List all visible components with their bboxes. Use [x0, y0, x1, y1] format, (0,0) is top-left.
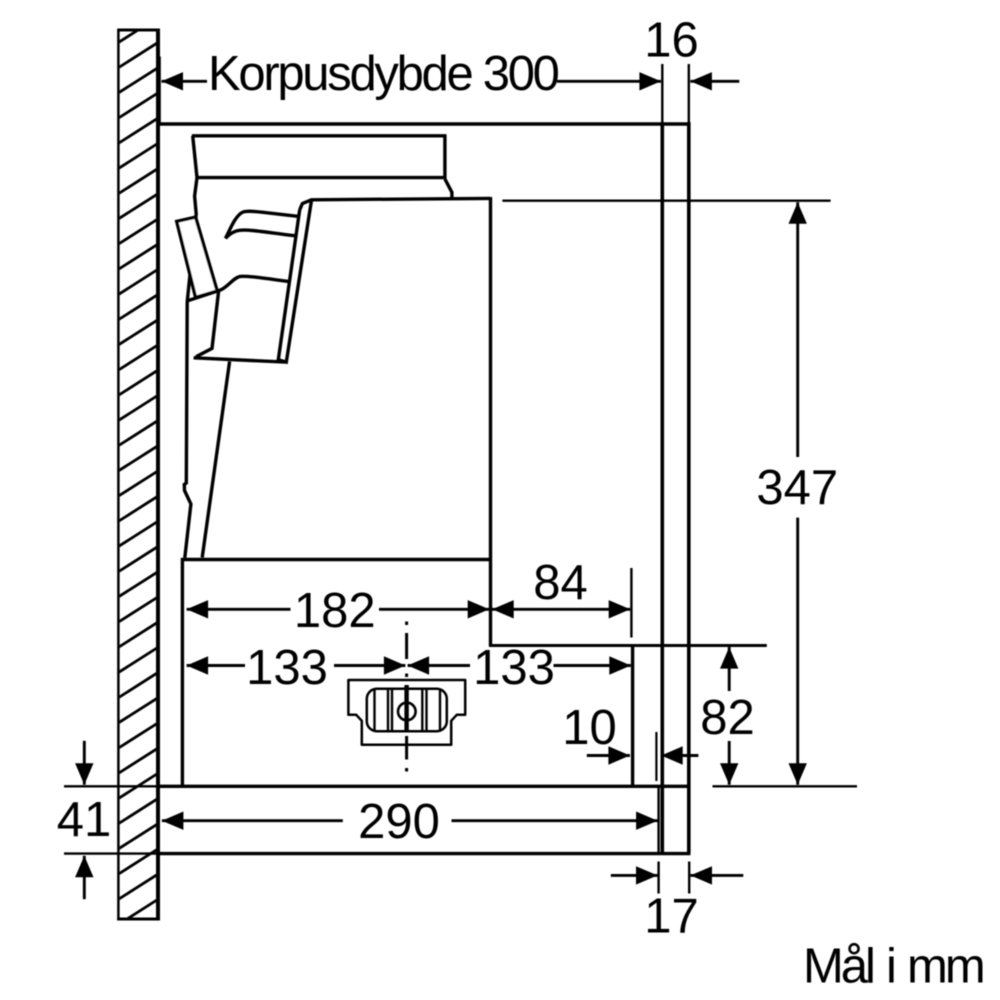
- svg-text:16: 16: [644, 14, 699, 68]
- svg-text:Mål i mm: Mål i mm: [803, 940, 983, 994]
- svg-text:133: 133: [473, 641, 555, 695]
- svg-text:290: 290: [358, 795, 440, 849]
- svg-text:10: 10: [562, 701, 617, 755]
- svg-text:82: 82: [700, 691, 755, 745]
- svg-text:41: 41: [57, 793, 112, 847]
- svg-text:Korpusdybde 300: Korpusdybde 300: [208, 47, 559, 101]
- svg-text:84: 84: [533, 556, 588, 610]
- svg-text:182: 182: [294, 584, 376, 638]
- svg-text:17: 17: [644, 890, 699, 944]
- svg-text:133: 133: [246, 641, 328, 695]
- svg-text:347: 347: [756, 461, 838, 515]
